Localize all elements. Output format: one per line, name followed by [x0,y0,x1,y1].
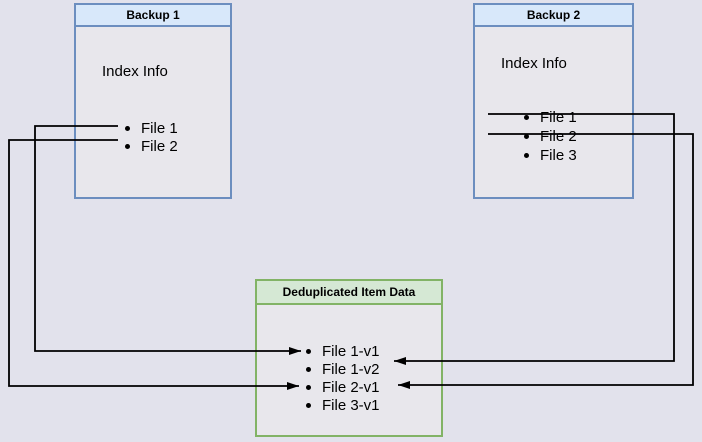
list-item-label: File 2 [540,128,577,145]
backup1-index-info-label: Index Info [102,63,168,80]
list-item: File 2 [76,137,230,155]
list-item: File 2-v1 [257,378,441,396]
bullet-icon [306,348,311,354]
list-item-label: File 2 [141,137,178,155]
bullet-icon [306,384,311,390]
backup2-file-list: File 1 File 2 File 3 [475,108,632,165]
dedup-title: Deduplicated Item Data [257,281,441,305]
bullet-icon [524,115,529,120]
bullet-icon [306,402,311,408]
list-item: File 1 [475,108,632,127]
backup2-title: Backup 2 [475,5,632,27]
node-backup2: Backup 2 Index Info File 1 File 2 File 3 [473,3,634,199]
backup1-title: Backup 1 [76,5,230,27]
bullet-icon [524,134,529,139]
list-item: File 3-v1 [257,396,441,414]
list-item: File 1 [76,119,230,137]
bullet-icon [125,125,130,131]
list-item-label: File 2-v1 [322,378,380,396]
list-item-label: File 3-v1 [322,396,380,414]
list-item: File 3 [475,146,632,165]
bullet-icon [306,366,311,372]
backup2-index-info-label: Index Info [501,55,567,72]
bullet-icon [125,143,130,149]
list-item-label: File 1 [141,119,178,137]
list-item: File 1-v1 [257,342,441,360]
list-item: File 1-v2 [257,360,441,378]
bullet-icon [524,153,529,158]
list-item-label: File 1 [540,109,577,126]
list-item: File 2 [475,127,632,146]
list-item-label: File 3 [540,147,577,164]
list-item-label: File 1-v1 [322,342,380,360]
list-item-label: File 1-v2 [322,360,380,378]
